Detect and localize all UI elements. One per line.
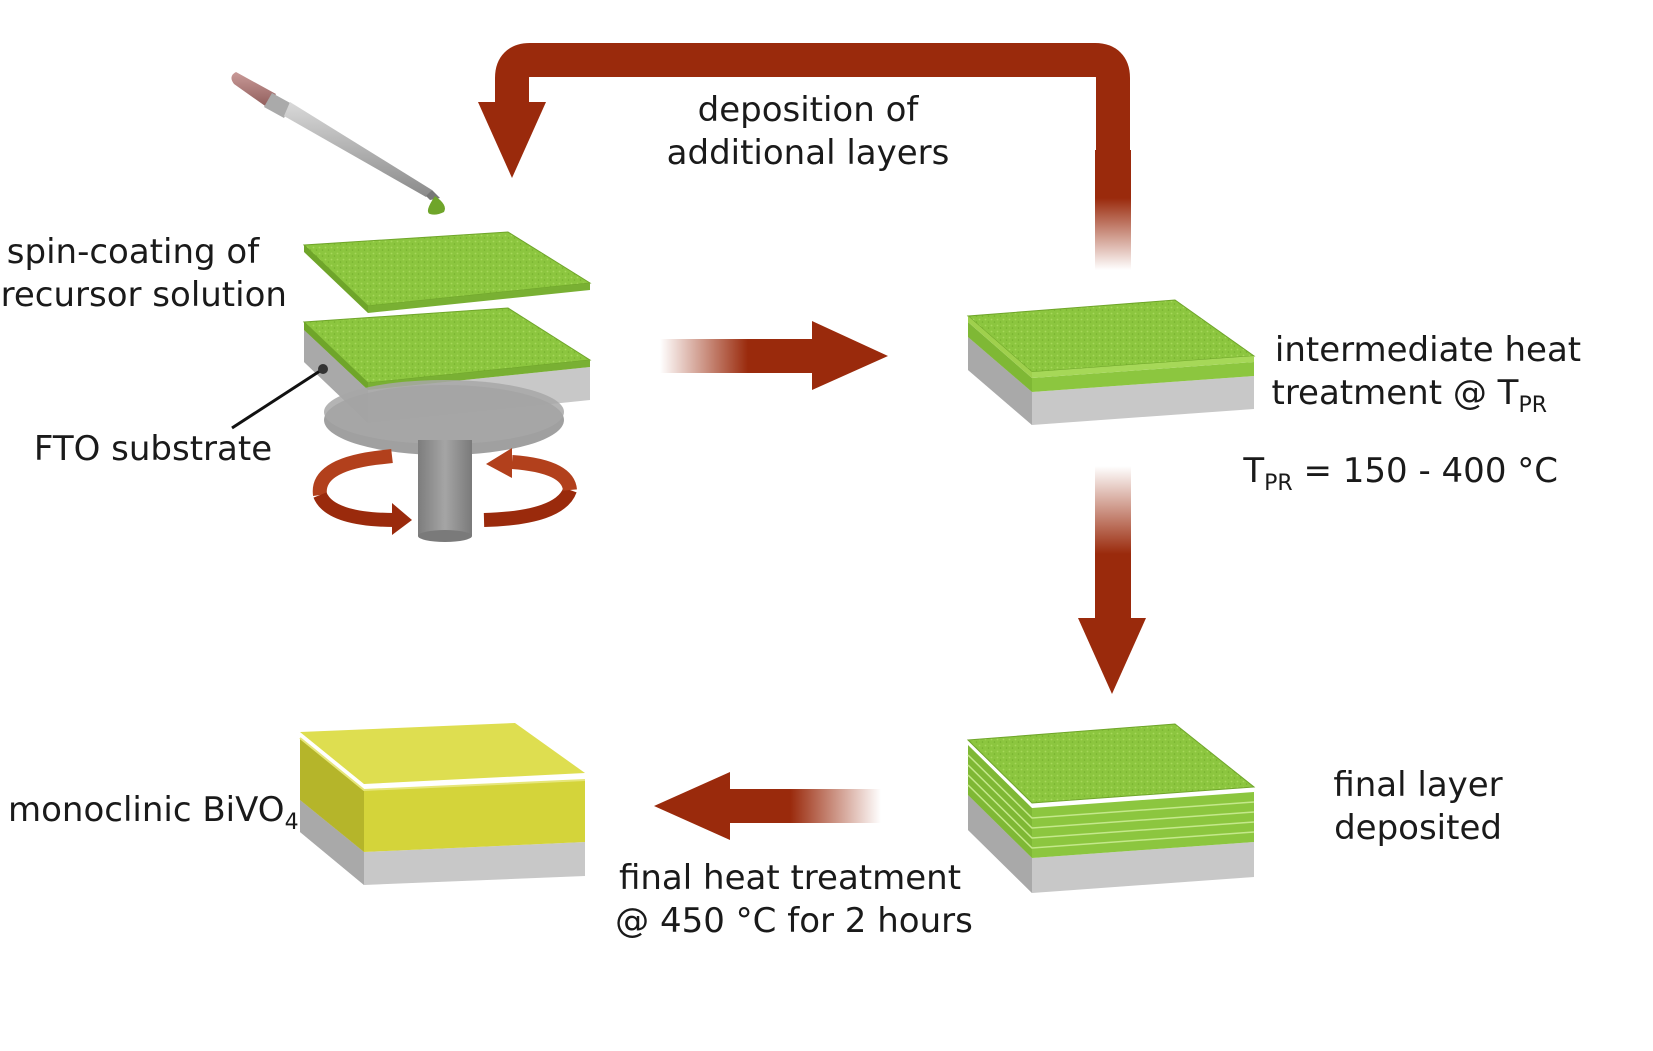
arrow-to-bivo4 — [654, 772, 881, 840]
final-layer-label-line2: deposited — [1334, 808, 1502, 848]
arrow-to-final-layer — [1078, 466, 1146, 694]
final-heat-label-line1: final heat treatment — [619, 858, 961, 898]
bivo4-sample — [299, 723, 586, 885]
intermediate-label-line1: intermediate heat — [1275, 330, 1581, 370]
fto-substrate-label: FTO substrate — [34, 429, 272, 469]
loop-back-arrow — [478, 43, 1131, 270]
deposition-label-line1: deposition of — [698, 90, 920, 130]
spin-coating-label-line1: spin-coating of — [7, 232, 260, 272]
fto-pointer — [231, 364, 328, 430]
bivo4-label: monoclinic BiVO4 — [8, 790, 299, 835]
intermediate-sample — [966, 299, 1256, 425]
final-layer-label-line1: final layer — [1333, 765, 1502, 805]
droplet-icon — [427, 196, 445, 215]
deposition-label-line2: additional layers — [667, 133, 950, 173]
spin-coater — [302, 231, 592, 542]
pipette-icon — [231, 72, 445, 215]
spin-coating-label-line2: precursor solution — [0, 275, 287, 315]
final-heat-label-line2: @ 450 °C for 2 hours — [615, 901, 973, 941]
tpr-range-label: TPR = 150 - 400 °C — [1242, 451, 1558, 496]
intermediate-label-line2: treatment @ TPR — [1271, 373, 1547, 418]
arrow-to-intermediate — [660, 321, 888, 390]
final-layer-sample — [966, 723, 1256, 893]
